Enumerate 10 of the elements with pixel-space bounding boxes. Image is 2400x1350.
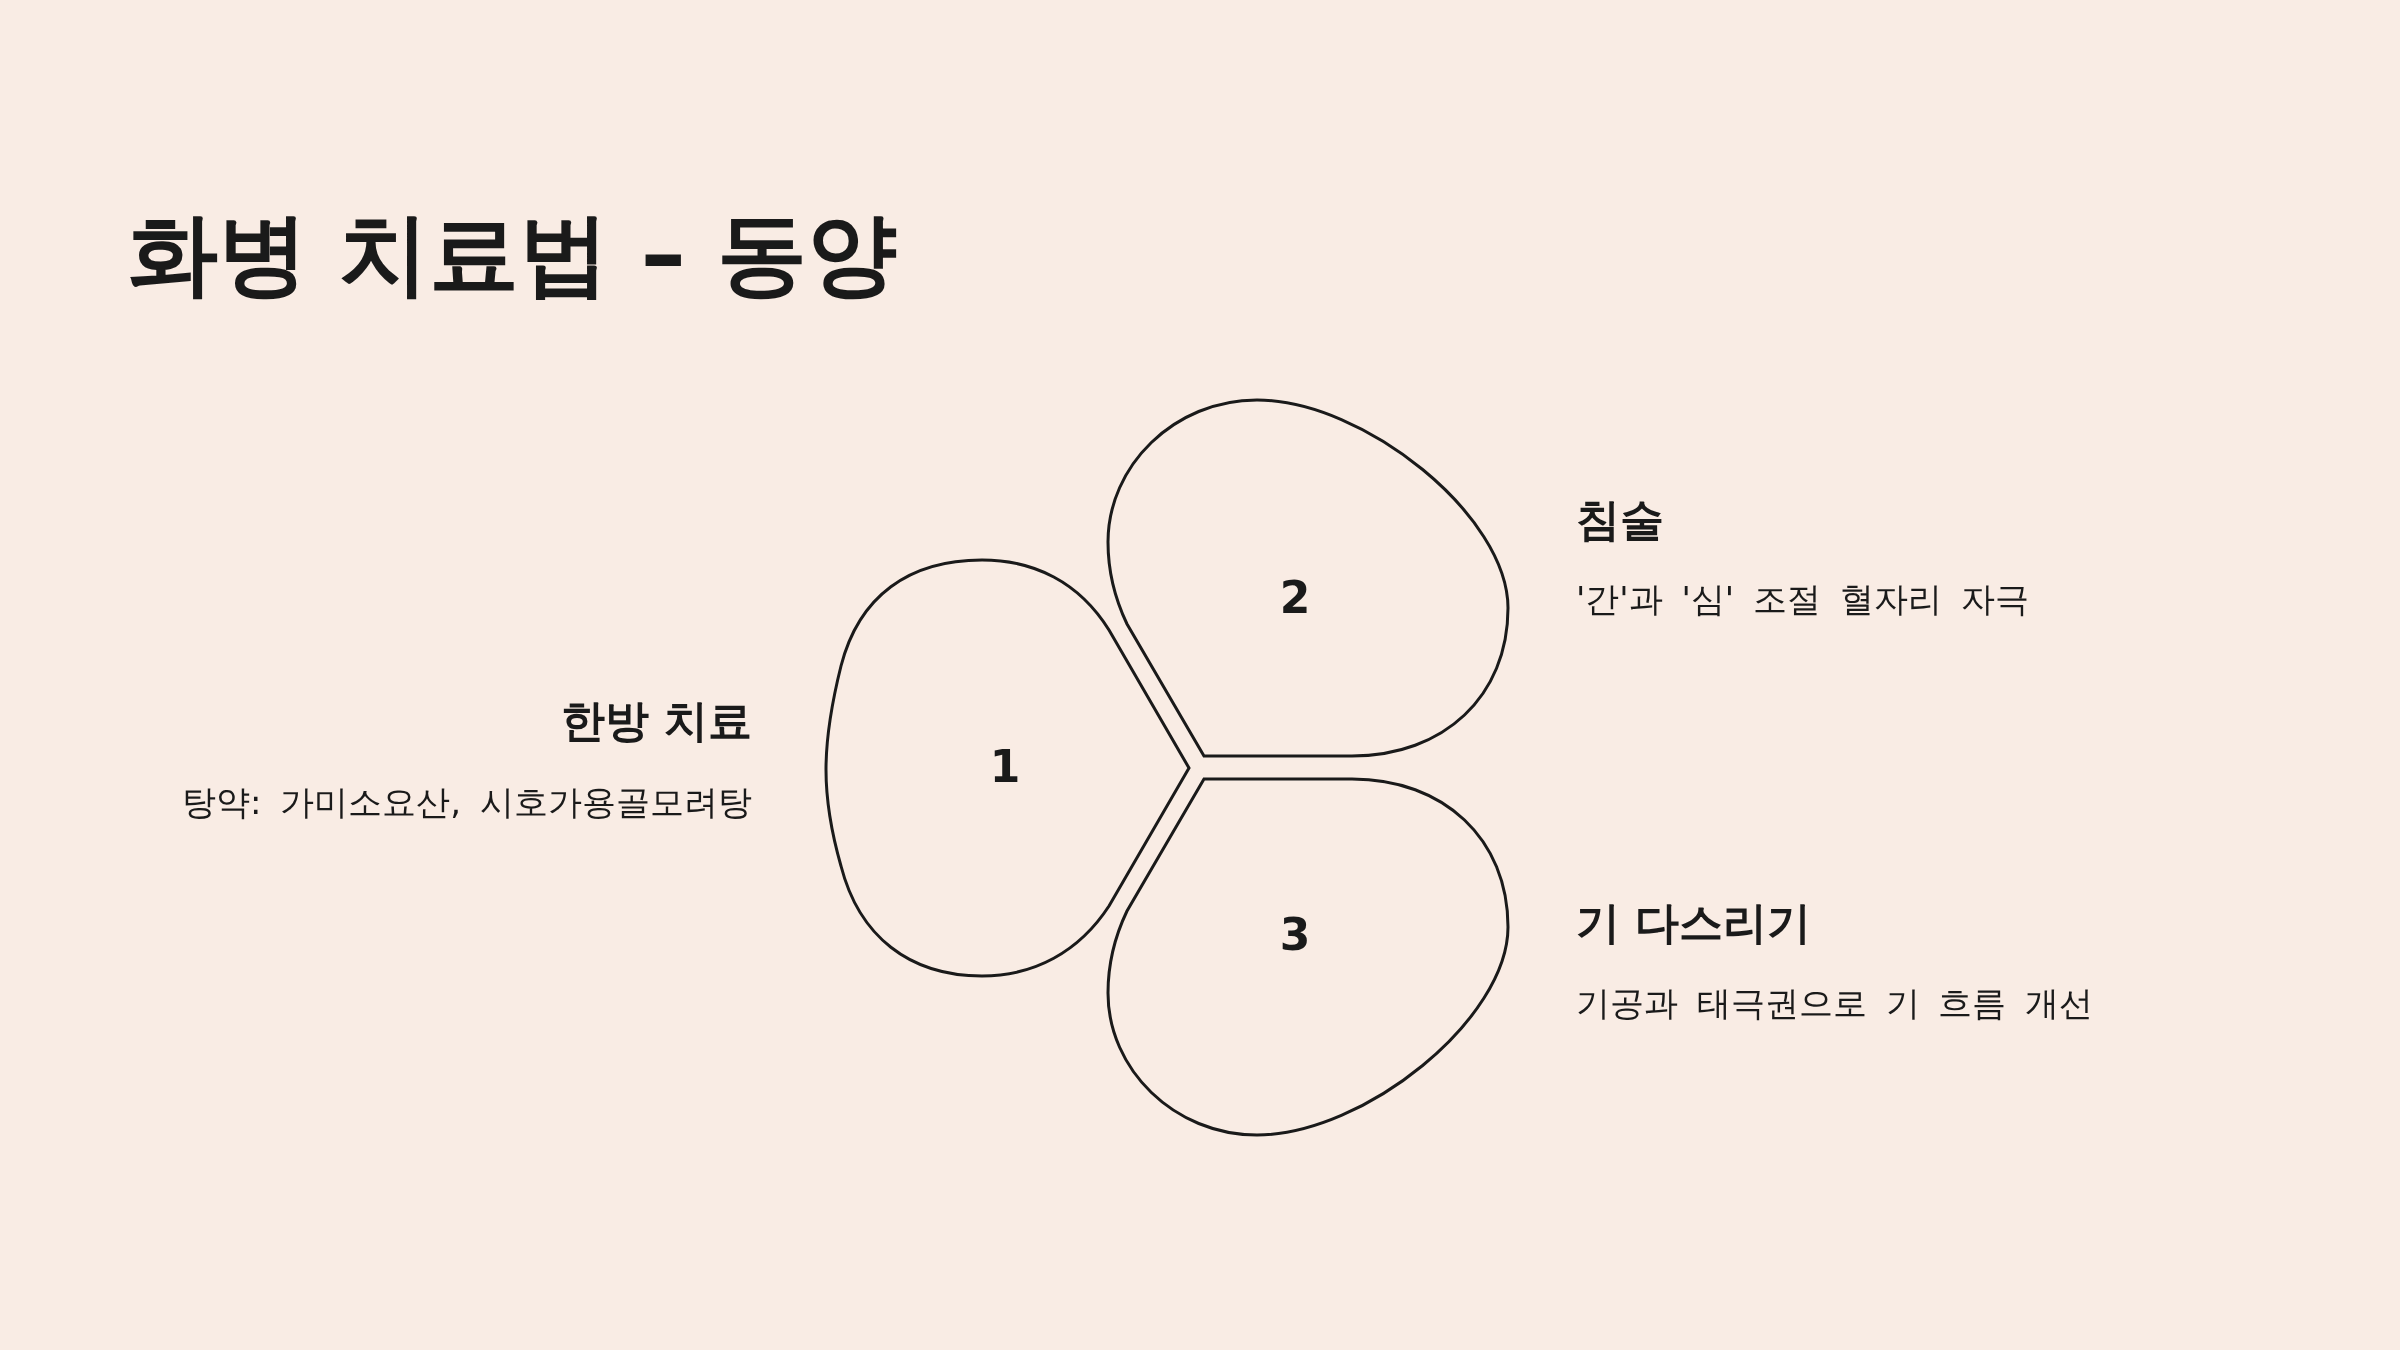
description-text: 기공과 태극권으로 기 흐름 개선 [1576,983,2094,1024]
section-heading: 기 다스리기 [1576,897,1812,950]
step-number: 1 [989,745,1021,789]
section-heading: 한방 치료 [560,695,752,748]
description-text: 탕약: 가미소요산, 시호가용골모려탕 [182,782,752,823]
description-text: '간'과 '심' 조절 혈자리 자극 [1576,579,2029,620]
title: 화병 치료법 – 동양 [128,200,897,308]
step-number: 2 [1279,576,1311,620]
section-heading: 침술 [1576,494,1664,547]
step-number: 3 [1279,913,1311,957]
